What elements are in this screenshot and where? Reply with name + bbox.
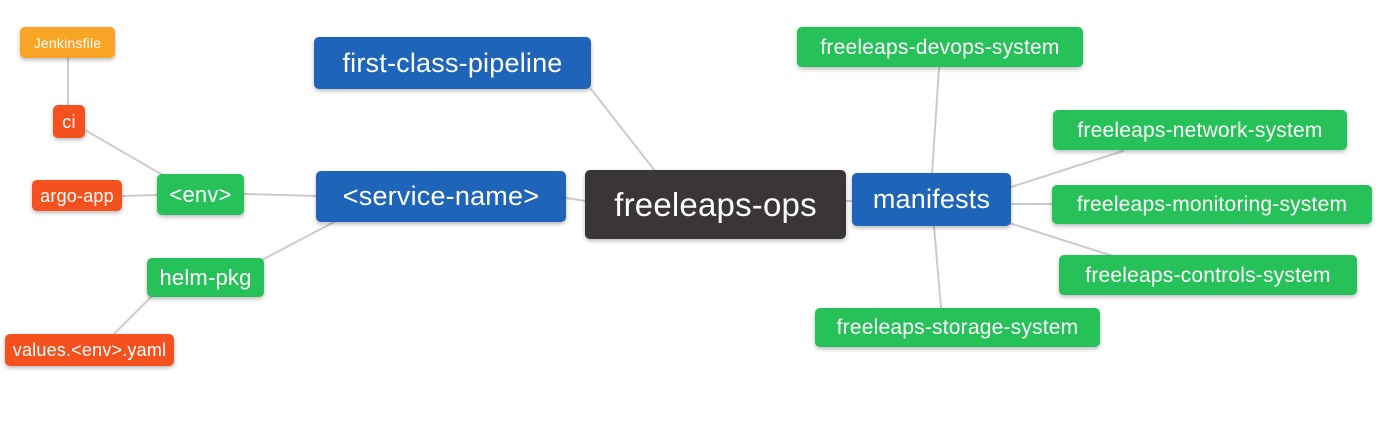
node-freeleaps-devops-system[interactable]: freeleaps-devops-system: [797, 27, 1083, 67]
node-env[interactable]: <env>: [157, 174, 244, 215]
edge-manifests-to-freeleaps-network-system: [1010, 150, 1124, 188]
node-freeleaps-controls-system[interactable]: freeleaps-controls-system: [1059, 255, 1357, 295]
edge-manifests-to-freeleaps-controls-system: [1008, 222, 1114, 257]
edge-service-name-to-helm-pkg: [259, 220, 337, 262]
edge-manifests-to-freeleaps-devops-system: [931, 67, 940, 175]
node-helm-pkg[interactable]: helm-pkg: [147, 258, 264, 297]
node-jenkinsfile[interactable]: Jenkinsfile: [20, 27, 115, 58]
edge-first-class-pipeline-to-freeleaps-ops: [590, 88, 656, 172]
node-values-env-yaml[interactable]: values.<env>.yaml: [5, 334, 174, 366]
node-freeleaps-ops[interactable]: freeleaps-ops: [585, 170, 846, 239]
node-first-class-pipeline[interactable]: first-class-pipeline: [314, 37, 591, 89]
node-argo-app[interactable]: argo-app: [32, 180, 122, 211]
edge-argo-app-to-env: [121, 194, 159, 197]
edge-manifests-to-freeleaps-storage-system: [933, 225, 942, 309]
node-service-name[interactable]: <service-name>: [316, 171, 566, 222]
node-freeleaps-monitoring-system[interactable]: freeleaps-monitoring-system: [1052, 185, 1372, 224]
edge-env-to-service-name: [243, 193, 318, 197]
edge-helm-pkg-to-values-env-yaml: [111, 295, 153, 337]
edge-service-name-to-freeleaps-ops: [565, 197, 587, 202]
node-freeleaps-storage-system[interactable]: freeleaps-storage-system: [815, 308, 1100, 347]
node-freeleaps-network-system[interactable]: freeleaps-network-system: [1053, 110, 1347, 150]
node-ci[interactable]: ci: [53, 105, 85, 138]
edge-ci-to-env: [84, 129, 167, 178]
node-manifests[interactable]: manifests: [852, 173, 1011, 226]
